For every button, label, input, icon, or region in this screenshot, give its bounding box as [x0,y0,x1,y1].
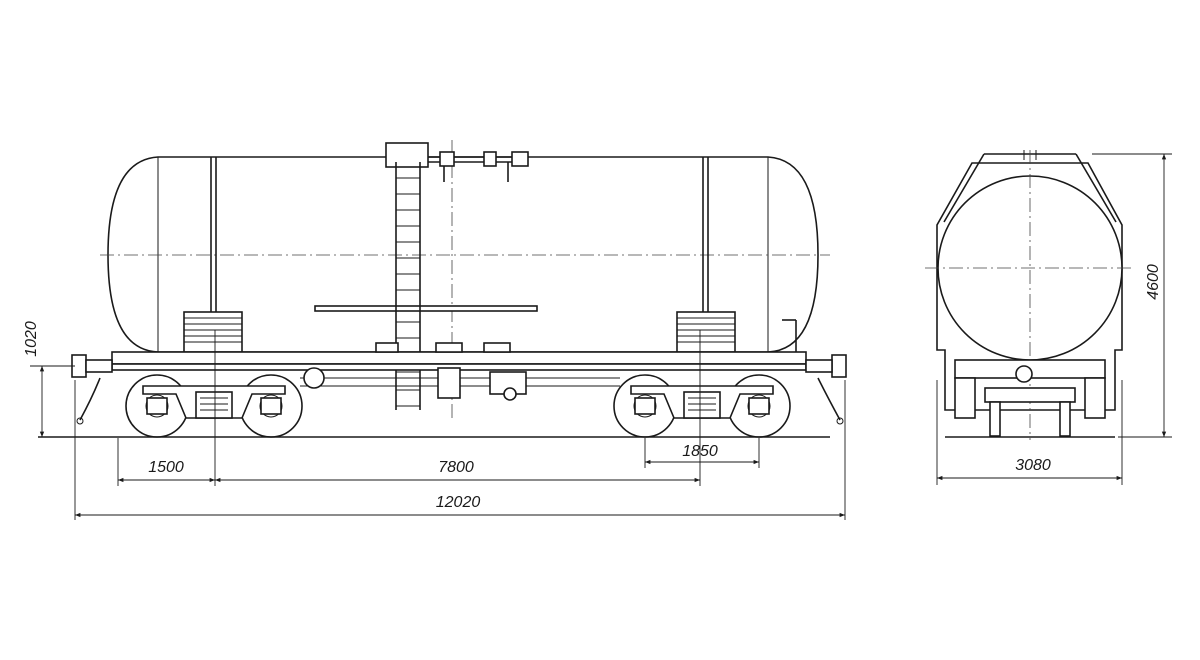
coupler-left [71,354,113,425]
side-view: 1500 7800 1850 12020 1020 [23,140,847,520]
tank-saddle-left [183,311,243,353]
dim-height: 4600 [1145,264,1162,300]
loading-platform [385,142,529,182]
dim-bogie-center-distance: 7800 [438,459,474,476]
dim-width: 3080 [1015,457,1051,474]
bogie-left [125,374,303,438]
end-view-dimensions: 3080 4600 [936,153,1172,485]
coupler-right [805,354,847,425]
dim-overhang: 1500 [148,459,184,476]
side-view-dimensions: 1500 7800 1850 12020 1020 [23,321,846,520]
dim-bogie-wheelbase: 1850 [682,443,718,460]
dim-coupler-height: 1020 [23,321,40,357]
bogie-right [613,374,791,438]
tank-saddle-right [676,311,736,353]
end-view: 3080 4600 [925,150,1172,485]
ladder [395,162,421,410]
dim-length-overall: 12020 [436,494,481,511]
underframe [111,319,807,401]
